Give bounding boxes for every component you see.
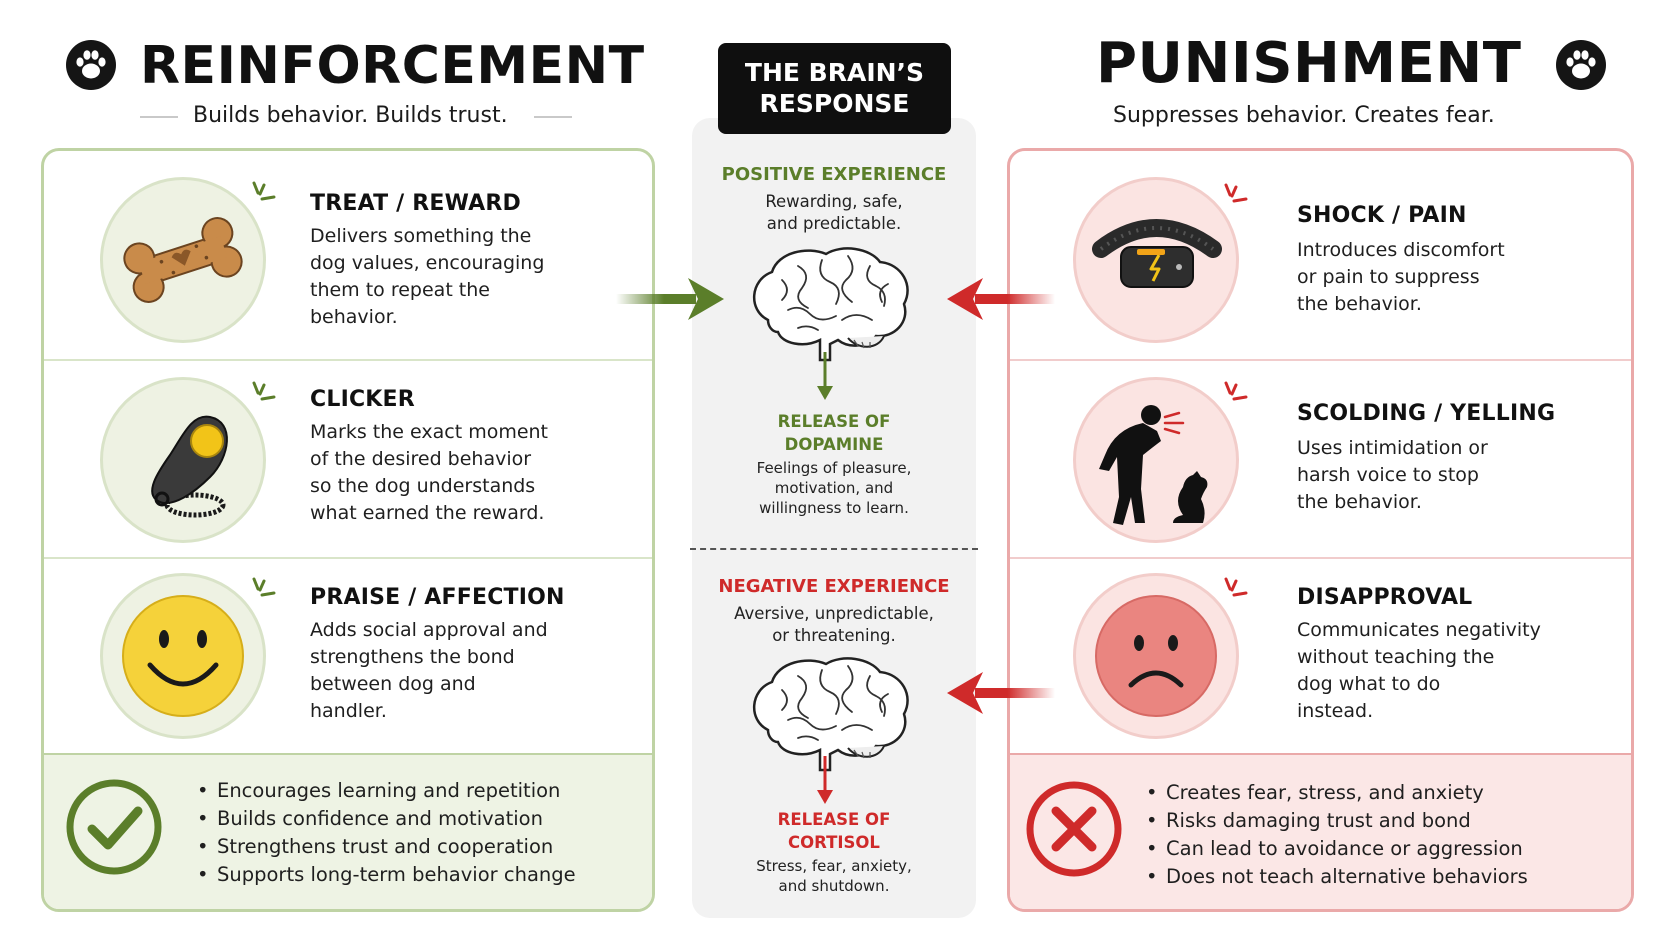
release-line: RELEASE OF bbox=[777, 810, 891, 829]
positive-experience-desc: Rewarding, safe, and predictable. bbox=[692, 191, 976, 235]
item-description: Introduces discomfort or pain to suppres… bbox=[1297, 239, 1505, 315]
paw-icon bbox=[66, 40, 116, 90]
list-item: Does not teach alternative behaviors bbox=[1146, 863, 1528, 891]
reinforcement-title: REINFORCEMENT bbox=[140, 36, 645, 96]
list-item: Creates fear, stress, and anxiety bbox=[1146, 779, 1528, 807]
brain-icon bbox=[752, 657, 909, 772]
positive-experience-title: POSITIVE EXPERIENCE bbox=[721, 164, 947, 185]
punishment-item-shock: SHOCK / PAIN Introduces discomfort or pa… bbox=[1010, 151, 1631, 359]
smiley-face-icon bbox=[100, 573, 266, 739]
person-yelling-at-dog-icon bbox=[1073, 377, 1239, 543]
release-line: DOPAMINE bbox=[784, 435, 884, 454]
reinforcement-item-treat: TREAT / REWARD Delivers something the do… bbox=[44, 151, 652, 359]
brain-response-badge: THE BRAIN’S RESPONSE bbox=[718, 43, 951, 134]
list-item: Supports long-term behavior change bbox=[197, 861, 576, 889]
punishment-summary: Creates fear, stress, and anxiety Risks … bbox=[1010, 753, 1631, 909]
effect-line: Stress, fear, anxiety, bbox=[756, 857, 912, 875]
list-item: Can lead to avoidance or aggression bbox=[1146, 835, 1528, 863]
effect-line: and shutdown. bbox=[778, 877, 890, 895]
clicker-icon bbox=[100, 377, 266, 543]
paw-icon bbox=[1556, 40, 1606, 90]
punishment-panel: SHOCK / PAIN Introduces discomfort or pa… bbox=[1007, 148, 1634, 912]
desc-line: or threatening. bbox=[772, 626, 896, 645]
punishment-risks-list: Creates fear, stress, and anxiety Risks … bbox=[1146, 779, 1528, 891]
item-title: SHOCK / PAIN bbox=[1297, 203, 1467, 228]
checkmark-icon bbox=[66, 779, 162, 875]
shock-collar-icon bbox=[1073, 177, 1239, 343]
alert-sparkle-icon bbox=[1224, 381, 1248, 401]
item-title: SCOLDING / YELLING bbox=[1297, 401, 1556, 426]
punishment-title: PUNISHMENT bbox=[1096, 31, 1522, 96]
punishment-item-disapproval: DISAPPROVAL Communicates negativity with… bbox=[1010, 557, 1631, 755]
item-title: TREAT / REWARD bbox=[310, 191, 521, 216]
reinforcement-subtitle: Builds behavior. Builds trust. bbox=[193, 103, 508, 128]
reinforcement-item-clicker: CLICKER Marks the exact moment of the de… bbox=[44, 359, 652, 559]
desc-line: Rewarding, safe, bbox=[765, 192, 903, 211]
dog-bone-icon bbox=[100, 177, 266, 343]
negative-experience-title: NEGATIVE EXPERIENCE bbox=[718, 576, 950, 597]
item-title: CLICKER bbox=[310, 387, 415, 412]
dopamine-effects: Feelings of pleasure, motivation, and wi… bbox=[692, 458, 976, 518]
reinforcement-summary: Encourages learning and repetition Build… bbox=[44, 753, 652, 909]
cortisol-effects: Stress, fear, anxiety, and shutdown. bbox=[692, 856, 976, 896]
subtitle-rule-left bbox=[140, 116, 178, 118]
effect-line: motivation, and bbox=[774, 479, 894, 497]
reinforcement-benefits-list: Encourages learning and repetition Build… bbox=[197, 777, 576, 889]
alert-sparkle-icon bbox=[1224, 183, 1248, 203]
badge-line: THE BRAIN’S bbox=[744, 58, 925, 87]
desc-line: Aversive, unpredictable, bbox=[734, 604, 934, 623]
sparkle-icon bbox=[252, 181, 276, 201]
cortisol-release-title: RELEASE OF CORTISOL bbox=[692, 808, 976, 854]
list-item: Encourages learning and repetition bbox=[197, 777, 576, 805]
arrow-left-icon bbox=[947, 672, 1055, 714]
effect-line: Feelings of pleasure, bbox=[756, 459, 912, 477]
badge-line: RESPONSE bbox=[759, 89, 910, 118]
item-description: Delivers something the dog values, encou… bbox=[310, 225, 545, 328]
list-item: Builds confidence and motivation bbox=[197, 805, 576, 833]
subtitle-rule-right bbox=[534, 116, 572, 118]
item-title: PRAISE / AFFECTION bbox=[310, 585, 565, 610]
release-line: RELEASE OF bbox=[777, 412, 891, 431]
desc-line: and predictable. bbox=[766, 214, 902, 233]
reinforcement-item-praise: PRAISE / AFFECTION Adds social approval … bbox=[44, 557, 652, 755]
item-description: Marks the exact moment of the desired be… bbox=[310, 421, 549, 524]
arrow-right-icon bbox=[616, 278, 724, 320]
list-item: Risks damaging trust and bond bbox=[1146, 807, 1528, 835]
center-divider bbox=[690, 548, 978, 550]
item-title: DISAPPROVAL bbox=[1297, 585, 1473, 610]
sparkle-icon bbox=[252, 577, 276, 597]
arrow-left-icon bbox=[947, 278, 1055, 320]
punishment-subtitle: Suppresses behavior. Creates fear. bbox=[1113, 103, 1495, 128]
brain-icon bbox=[752, 247, 909, 362]
item-description: Communicates negativity without teaching… bbox=[1297, 619, 1541, 722]
x-mark-icon bbox=[1026, 781, 1122, 877]
negative-experience-desc: Aversive, unpredictable, or threatening. bbox=[692, 603, 976, 647]
sparkle-icon bbox=[252, 381, 276, 401]
dopamine-release-title: RELEASE OF DOPAMINE bbox=[692, 410, 976, 456]
release-line: CORTISOL bbox=[788, 833, 880, 852]
punishment-item-scolding: SCOLDING / YELLING Uses intimidation or … bbox=[1010, 359, 1631, 559]
arrow-down-icon bbox=[817, 756, 833, 804]
alert-sparkle-icon bbox=[1224, 577, 1248, 597]
item-description: Uses intimidation or harsh voice to stop… bbox=[1297, 437, 1488, 513]
sad-face-icon bbox=[1073, 573, 1239, 739]
reinforcement-panel: TREAT / REWARD Delivers something the do… bbox=[41, 148, 655, 912]
arrow-down-icon bbox=[817, 352, 833, 400]
list-item: Strengthens trust and cooperation bbox=[197, 833, 576, 861]
effect-line: willingness to learn. bbox=[759, 499, 909, 517]
item-description: Adds social approval and strengthens the… bbox=[310, 619, 548, 722]
